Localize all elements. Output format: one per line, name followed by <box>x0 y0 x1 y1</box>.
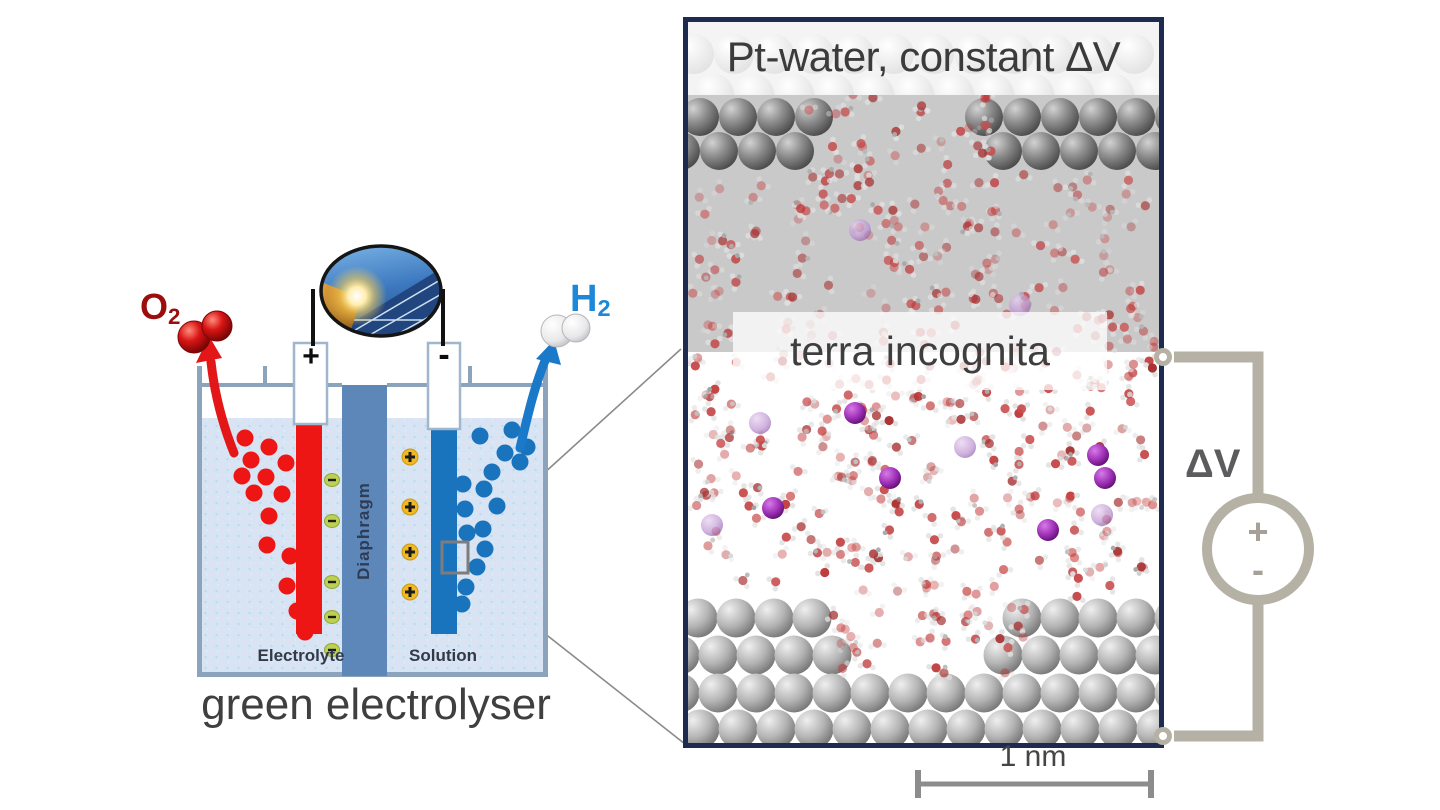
molecular-snapshot <box>688 87 1159 743</box>
h2-gas-label: H2 <box>570 278 611 322</box>
anode-plus-sign: + <box>302 340 320 373</box>
oxygen-arrow <box>196 336 239 458</box>
diaphragm <box>342 385 387 676</box>
delta-v-label: ΔV <box>1185 442 1241 486</box>
scale-bar-label: 1 nm <box>999 740 1067 773</box>
simulation-panel: Pt-water, constant ΔV terra incognita <box>683 17 1164 748</box>
electrode-tabs <box>292 341 462 431</box>
anode-electrode <box>296 419 322 634</box>
ghost-sphere-row <box>688 34 1159 95</box>
zoom-sample-square <box>440 540 470 575</box>
voltage-source-circuit <box>1174 351 1314 742</box>
solar-wires <box>311 289 445 346</box>
pt-electrode-top <box>688 98 1159 170</box>
wire-terminal-top <box>1154 348 1172 366</box>
solar-panel-image <box>319 244 443 338</box>
pt-electrode-bottom <box>688 598 1159 743</box>
wire-terminal-bottom <box>1154 727 1172 745</box>
electrolyte-label: Electrolyte <box>257 646 345 665</box>
oxygen-bubbles <box>233 429 314 641</box>
voltage-source-icon <box>1202 493 1314 605</box>
o2-molecule-icon <box>177 310 233 354</box>
cathode-minus-sign: - <box>438 336 450 374</box>
panel-title-strip: Pt-water, constant ΔV <box>688 22 1159 95</box>
ion-spheres <box>701 219 1116 541</box>
source-plus-sign: + <box>1247 511 1269 552</box>
o2-gas-label: O2 <box>140 286 181 329</box>
terra-incognita-overlay: terra incognita <box>733 312 1107 390</box>
negative-charge-icons <box>324 473 340 657</box>
solution-label: Solution <box>409 646 477 665</box>
water-molecules <box>688 87 1159 682</box>
h2-molecule-icon <box>540 313 591 348</box>
diaphragm-label: Diaphragm <box>354 482 373 580</box>
electrolyser-cell <box>197 289 548 677</box>
terra-incognita-label: terra incognita <box>790 328 1050 374</box>
cathode-electrode <box>431 419 457 634</box>
scale-bar <box>915 770 1154 798</box>
source-minus-sign: - <box>1252 549 1264 590</box>
positive-charge-icons <box>401 448 419 601</box>
figure-caption: green electrolyser <box>201 680 551 729</box>
panel-title: Pt-water, constant ΔV <box>726 33 1121 80</box>
